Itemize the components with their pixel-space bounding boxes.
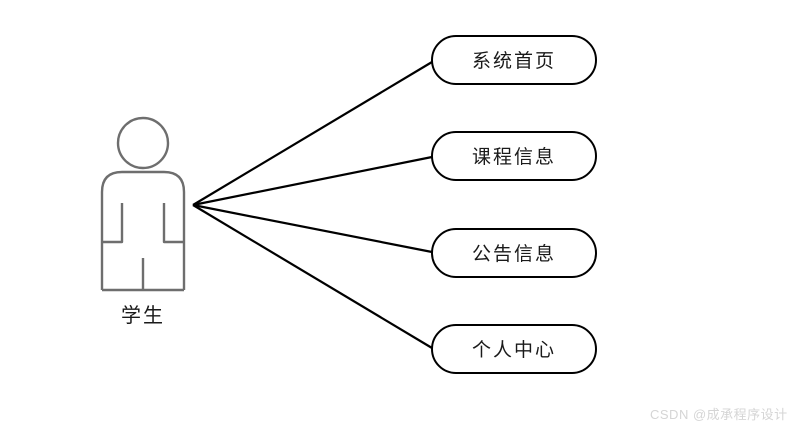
actor-left-arm-icon — [103, 203, 124, 244]
use-case-shape-course-info — [431, 131, 597, 181]
use-case-announcement-info[interactable]: 公告信息 — [431, 228, 597, 278]
use-case-label-personal-center: 个人中心 — [472, 339, 556, 361]
association-line-system-home[interactable] — [192, 61, 433, 206]
use-case-label-announcement-info: 公告信息 — [472, 243, 556, 265]
use-case-system-home[interactable]: 系统首页 — [431, 35, 597, 85]
use-case-shape-announcement-info — [431, 228, 597, 278]
actor-head-icon — [116, 116, 170, 170]
actor-label: 学生 — [121, 304, 165, 327]
use-case-course-info[interactable]: 课程信息 — [431, 131, 597, 181]
watermark-label: CSDN @成承程序设计 — [650, 407, 788, 422]
use-case-shape-personal-center — [431, 324, 597, 374]
actor-student[interactable]: 学生 — [100, 116, 186, 327]
actor-legs-icon — [102, 258, 184, 292]
association-line-course-info[interactable] — [192, 155, 433, 207]
association-line-announcement-info[interactable] — [192, 203, 433, 254]
use-case-personal-center[interactable]: 个人中心 — [431, 324, 597, 374]
use-case-shape-system-home — [431, 35, 597, 85]
use-case-label-course-info: 课程信息 — [472, 146, 556, 168]
actor-right-arm-icon — [162, 203, 183, 244]
use-case-label-system-home: 系统首页 — [472, 50, 556, 72]
association-lines-group — [192, 61, 433, 349]
association-line-personal-center[interactable] — [192, 204, 433, 349]
actor-torso-icon — [100, 170, 186, 290]
